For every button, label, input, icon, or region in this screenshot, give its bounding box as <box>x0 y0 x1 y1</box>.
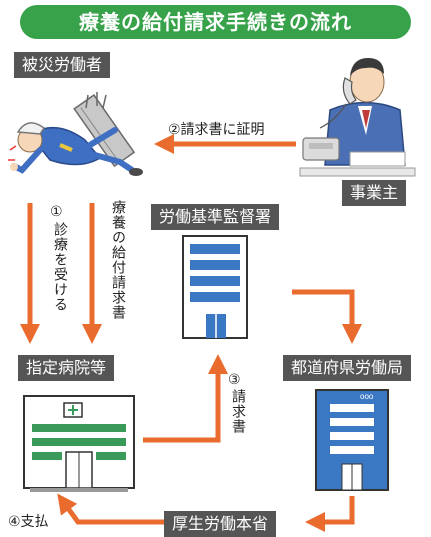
step2-text: ②請求書に証明 <box>168 122 265 138</box>
claim-form-text: 療養の給付請求書 <box>110 200 126 320</box>
arrow-ministry-to-hospital <box>57 493 166 525</box>
prefecture-office-building: ooo <box>315 389 389 491</box>
victim-label: 被災労働者 <box>14 52 111 78</box>
labor-office-building <box>182 235 248 339</box>
step3-number: ③ <box>228 372 241 388</box>
employer-illustration <box>299 58 416 177</box>
page-title: 療養の給付請求手続きの流れ <box>20 5 411 39</box>
arrow-hospital-to-labor-office <box>143 354 228 443</box>
ministry-label: 厚生労働本省 <box>164 511 277 537</box>
step4-text: ④支払 <box>8 514 49 530</box>
injured-worker-illustration <box>8 92 143 176</box>
step1-text: 診療を受ける <box>52 222 68 312</box>
step3-text: 請求書 <box>230 389 246 434</box>
arrow-prefecture-to-ministry <box>305 496 355 532</box>
hospital-building <box>23 395 135 492</box>
arrow-labor-office-to-prefecture <box>292 289 362 344</box>
employer-label: 事業主 <box>342 180 407 206</box>
step1-number: ① <box>50 204 63 220</box>
prefecture-office-label: 都道府県労働局 <box>283 355 412 381</box>
labor-office-label: 労働基準監督署 <box>151 204 280 230</box>
hospital-label: 指定病院等 <box>18 355 115 381</box>
svg-text:ooo: ooo <box>360 392 374 401</box>
